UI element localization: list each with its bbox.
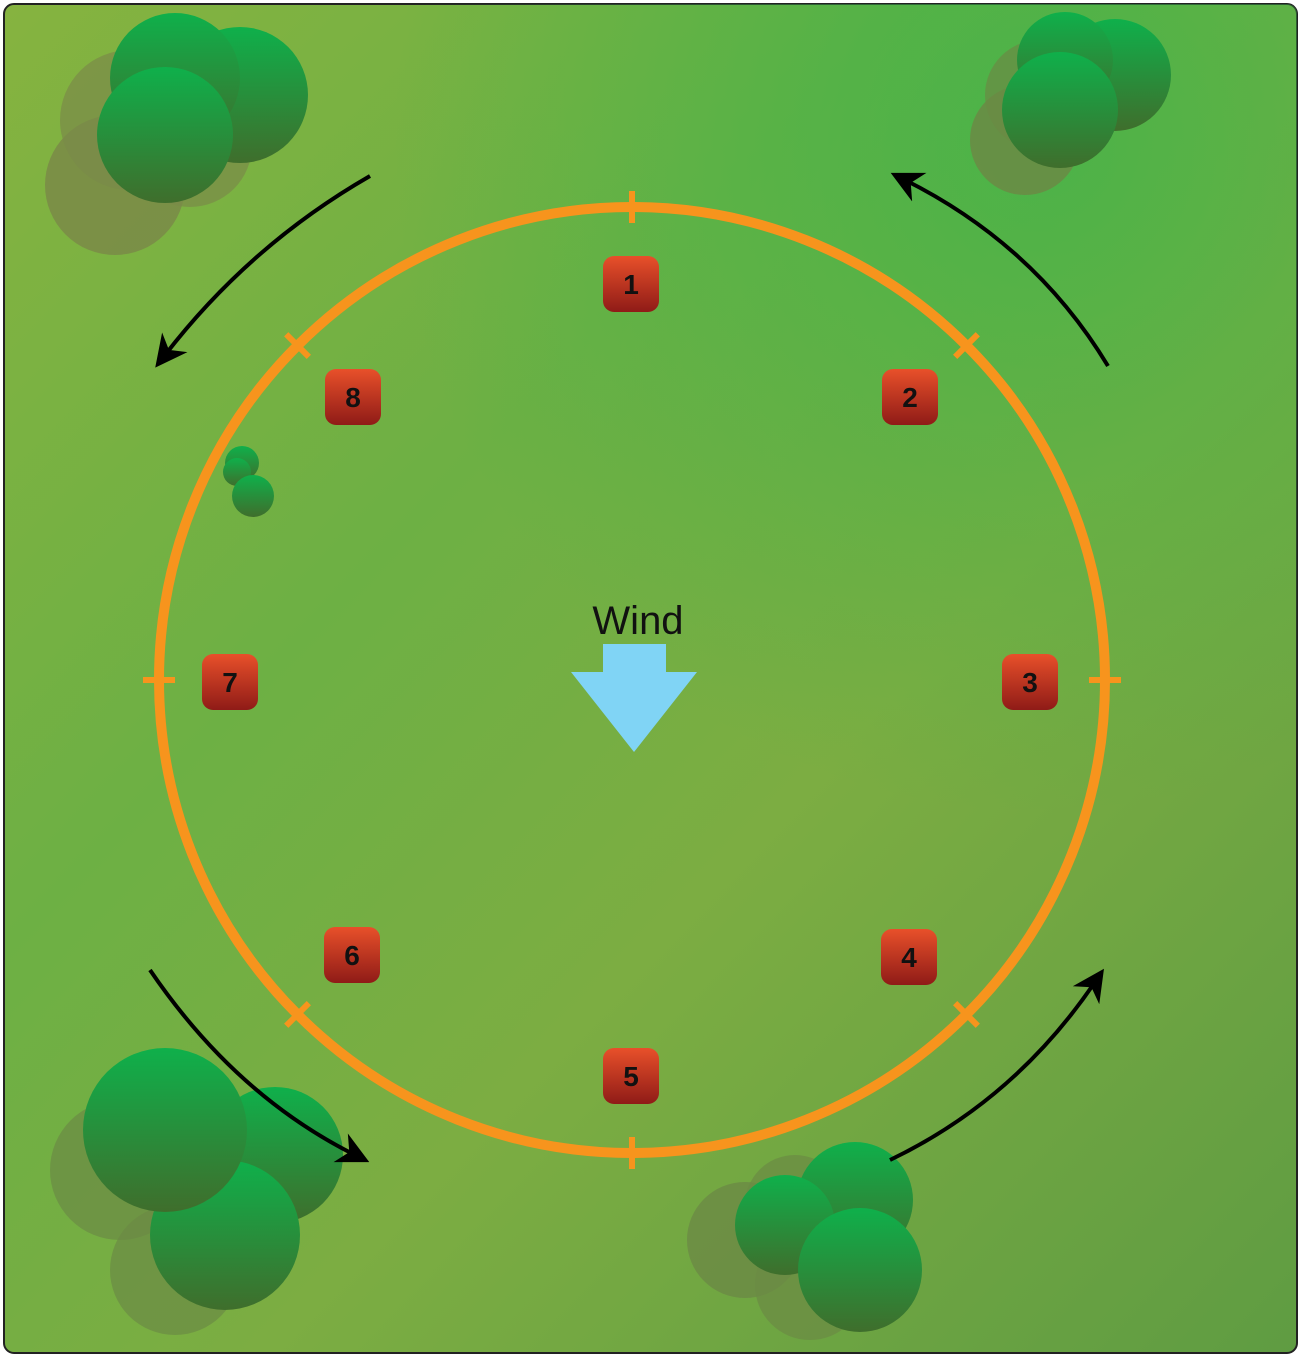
- marker-box: [603, 256, 659, 312]
- marker-7: 7: [202, 654, 258, 710]
- marker-label: 8: [345, 382, 361, 413]
- tree-icon-bottom-right: [687, 1142, 922, 1340]
- marker-box: [881, 929, 937, 985]
- marker-label: 6: [344, 940, 360, 971]
- marker-6: 6: [324, 927, 380, 983]
- tick-mark: [953, 1001, 980, 1028]
- tick-mark: [284, 1001, 311, 1028]
- marker-box: [324, 927, 380, 983]
- marker-box: [1002, 654, 1058, 710]
- wind-label: Wind: [592, 599, 683, 643]
- marker-8: 8: [325, 369, 381, 425]
- marker-label: 1: [623, 269, 639, 300]
- curved-arrow-icon-bottom-left: [148, 968, 370, 1163]
- marker-5: 5: [603, 1048, 659, 1104]
- marker-label: 5: [623, 1061, 639, 1092]
- tick-mark: [953, 332, 980, 359]
- tree-icon-top-right: [970, 12, 1171, 195]
- circle-tick-marks: [143, 191, 1121, 1169]
- shrub-icon: [223, 446, 274, 517]
- curved-arrow-icon-top-left: [155, 174, 371, 368]
- tree-icon-bottom-left: [50, 1048, 343, 1335]
- marker-box: [882, 369, 938, 425]
- marker-1: 1: [603, 256, 659, 312]
- curved-arrow-icon-bottom-right: [889, 968, 1104, 1162]
- marker-label: 2: [902, 382, 918, 413]
- marker-4: 4: [881, 929, 937, 985]
- marker-box: [202, 654, 258, 710]
- down-arrow-icon: [571, 644, 697, 752]
- wind-indicator: Wind: [571, 599, 697, 752]
- marker-3: 3: [1002, 654, 1058, 710]
- tick-mark: [284, 332, 311, 359]
- marker-label: 7: [222, 667, 238, 698]
- tree-icon-top-left: [45, 13, 308, 255]
- marker-box: [325, 369, 381, 425]
- marker-label: 4: [901, 942, 917, 973]
- marker-2: 2: [882, 369, 938, 425]
- marker-label: 3: [1022, 667, 1038, 698]
- marker-box: [603, 1048, 659, 1104]
- curved-arrow-icon-top-right: [890, 172, 1110, 368]
- marker-group: 1 2 3 4 5 6 7 8: [202, 256, 1058, 1104]
